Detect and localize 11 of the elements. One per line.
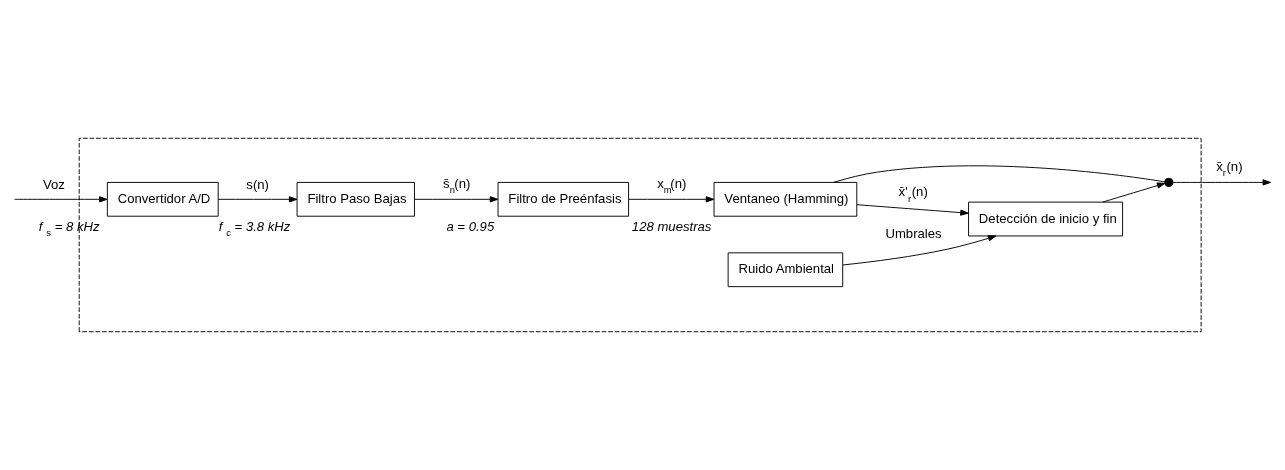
edge-label: Umbrales xyxy=(885,226,942,242)
edge-label: x̄'$_{r}$(n) xyxy=(898,184,928,204)
node-label: a = 0.95 xyxy=(446,218,495,234)
node-label: f$_{c}$ = 3.8 kHz xyxy=(218,218,291,239)
edge-label: Voz xyxy=(43,176,65,192)
edge-label: x̄$_{r}$(n) xyxy=(1216,158,1243,179)
edge-label: s(n) xyxy=(246,176,269,192)
edge-label: x$_{m}$(n) xyxy=(657,175,687,196)
node-label: 128 muestras xyxy=(631,218,712,234)
node-label: f$_{s}$ = 8 kHz xyxy=(38,218,100,239)
edge-label: s̄$_{n}$(n) xyxy=(443,175,471,196)
